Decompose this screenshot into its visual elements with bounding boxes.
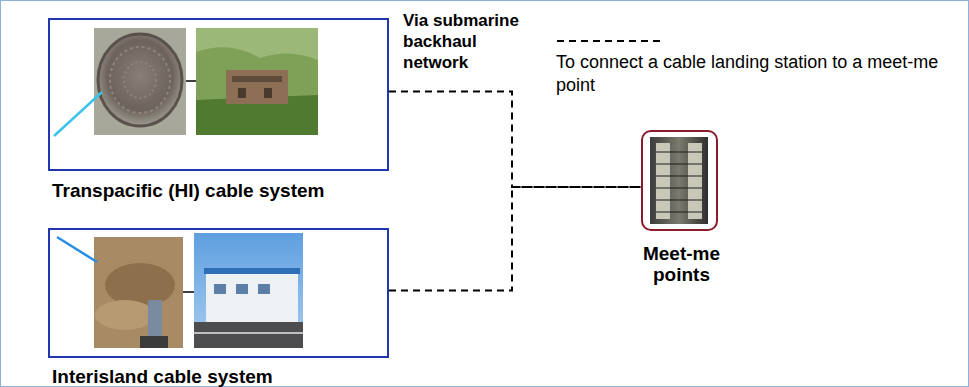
meet-me-box: Meet-me points — [641, 130, 718, 231]
cable-line — [54, 92, 102, 136]
node-heading: Interisland cable system — [52, 366, 273, 387]
backhaul-connector — [389, 187, 641, 290]
cable-system-box: Interisland cable system — [48, 228, 389, 358]
node-heading: Meet-me points — [631, 243, 732, 285]
cable-system-box: Transpacific (HI) cable system — [48, 18, 389, 171]
legend-text: To connect a cable landing station to a … — [556, 51, 961, 97]
backhaul-connector — [389, 91, 641, 187]
cable-line — [57, 237, 97, 262]
rack-photo — [650, 137, 708, 224]
node-heading: Transpacific (HI) cable system — [52, 180, 324, 201]
landing-station-photo — [196, 28, 318, 135]
landing-station-photo — [194, 233, 303, 348]
photo-link — [183, 291, 194, 293]
photo-link — [186, 80, 196, 82]
manhole-photo — [94, 28, 186, 135]
legend-sample — [557, 40, 665, 42]
beach-photo — [94, 237, 183, 348]
edge-label: Via submarine backhaul network — [403, 10, 529, 73]
